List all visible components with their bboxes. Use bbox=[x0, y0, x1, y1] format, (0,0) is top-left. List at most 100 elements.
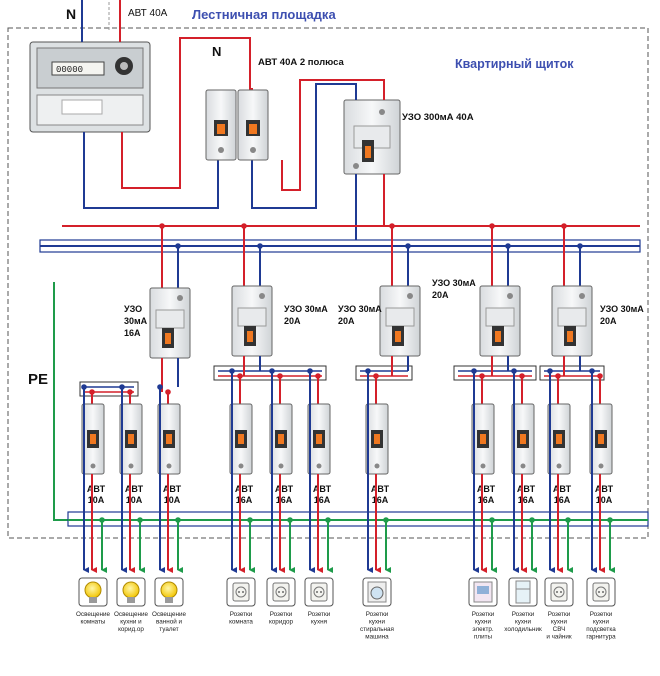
circuit-5-caption-1: Розетки bbox=[270, 611, 293, 618]
breaker-4-rating: 16А bbox=[236, 495, 253, 505]
breaker-5-label: АВТ bbox=[275, 484, 294, 494]
socket-icon bbox=[226, 577, 256, 607]
bulb-icon bbox=[154, 577, 184, 607]
breaker-3-rating: 10А bbox=[164, 495, 181, 505]
circuit-4-wires bbox=[229, 368, 255, 573]
breaker-7-rating: 16А bbox=[372, 495, 389, 505]
rcd-5-label-1: УЗО 30мА bbox=[600, 304, 644, 314]
rcd-3-label-2: 20А bbox=[338, 316, 355, 326]
breaker-11-label: АВТ bbox=[595, 484, 614, 494]
circuit-11-caption-2: кухни bbox=[593, 619, 610, 626]
main-breaker-label: АВТ 40А 2 полюса bbox=[258, 57, 345, 68]
circuit-4-caption-2: комната bbox=[229, 619, 253, 626]
circuit-10-caption-1: Розетки bbox=[548, 611, 571, 618]
pe-label: PE bbox=[28, 371, 48, 388]
breaker-10-rating: 16А bbox=[554, 495, 571, 505]
meter-display: 00000 bbox=[56, 65, 83, 75]
circuit-10-caption-3: СВЧ bbox=[553, 626, 566, 633]
circuit-3-caption-3: туалет bbox=[159, 626, 179, 633]
circuit-6-caption-2: кухня bbox=[311, 619, 327, 626]
circuit-2-wires bbox=[119, 384, 145, 573]
breaker-8-label: АВТ bbox=[477, 484, 496, 494]
main-rcd[interactable] bbox=[343, 99, 401, 175]
main-breaker[interactable] bbox=[205, 89, 269, 161]
washer-icon bbox=[362, 577, 392, 607]
rcd-1-label-1: УЗО bbox=[124, 304, 142, 314]
circuit-7-caption-2: кухни bbox=[369, 619, 386, 626]
rcd-4-label-1: УЗО 30мА bbox=[432, 278, 476, 288]
panel-title: Квартирный щиток bbox=[455, 57, 574, 71]
breaker-1-rating: 10А bbox=[88, 495, 105, 505]
breaker-8-rating: 16А bbox=[478, 495, 495, 505]
breaker-2-rating: 10А bbox=[126, 495, 143, 505]
rcd-5-label-2: 20А bbox=[600, 316, 617, 326]
circuit-7-caption-3: стиральная bbox=[360, 626, 394, 633]
breaker-10-label: АВТ bbox=[553, 484, 572, 494]
rcd-3[interactable]: УЗО 30мА 20А bbox=[338, 223, 421, 357]
rcd-1[interactable]: УЗО 30мА 16А bbox=[124, 223, 191, 359]
bulb-icon bbox=[116, 577, 146, 607]
circuit-3-caption-2: ванной и bbox=[156, 618, 183, 626]
circuit-7-caption-4: машина bbox=[365, 634, 389, 641]
breaker-7-label: АВТ bbox=[371, 484, 390, 494]
rcd-3-label-1: УЗО 30мА bbox=[338, 304, 382, 314]
socket-icon bbox=[544, 577, 574, 607]
circuit-11-caption-1: Розетки bbox=[590, 611, 613, 618]
circuit-8-caption-2: кухни bbox=[475, 619, 492, 626]
circuit-7-caption-1: Розетки bbox=[366, 611, 389, 618]
breaker-1-label: АВТ bbox=[87, 484, 106, 494]
circuit-6-wires bbox=[307, 368, 333, 573]
circuit-1-caption-1: Освещение bbox=[76, 611, 110, 618]
circuit-9-caption-2: кухни bbox=[515, 619, 532, 626]
circuit-3-caption-1: Освещение bbox=[152, 611, 186, 618]
socket-icon bbox=[266, 577, 296, 607]
breaker-6-label: АВТ bbox=[313, 484, 332, 494]
circuit-8-caption-1: Розетки bbox=[472, 611, 495, 618]
breaker-4-label: АВТ bbox=[235, 484, 254, 494]
breaker-9-rating: 16А bbox=[518, 495, 535, 505]
circuit-11-caption-3: подсветка bbox=[586, 626, 616, 633]
breaker-3-label: АВТ bbox=[163, 484, 182, 494]
circuit-10-wires bbox=[547, 368, 573, 573]
fridge-icon bbox=[508, 577, 538, 607]
circuit-7-wires bbox=[365, 368, 391, 573]
circuit-9-caption-3: холодильник bbox=[504, 626, 542, 633]
circuit-3-wires bbox=[157, 384, 183, 573]
top-breaker-label: АВТ 40А bbox=[128, 8, 168, 19]
rcd-2-label-1: УЗО 30мА bbox=[284, 304, 328, 314]
socket-icon bbox=[586, 577, 616, 607]
stair-title: Лестничная площадка bbox=[192, 7, 336, 22]
bulb-icon bbox=[78, 577, 108, 607]
rcd-1-label-2: 30мА bbox=[124, 316, 148, 326]
breaker-2-label: АВТ bbox=[125, 484, 144, 494]
rcd-5[interactable]: УЗО 30мА 20А bbox=[551, 223, 644, 357]
stove-icon bbox=[468, 577, 498, 607]
rcd-1-label-3: 16А bbox=[124, 328, 141, 338]
rcd-4-label-2: 20А bbox=[432, 290, 449, 300]
circuit-11-wires bbox=[589, 368, 615, 573]
circuit-11-caption-4: гарнитура bbox=[586, 634, 616, 641]
circuit-5-caption-2: коридор bbox=[269, 619, 294, 626]
circuit-4-caption-1: Розетки bbox=[230, 611, 253, 618]
panel-frame bbox=[7, 27, 649, 539]
circuit-5-wires bbox=[269, 368, 295, 573]
rcd-4[interactable]: УЗО 30мА 20А bbox=[432, 223, 521, 357]
circuit-8-caption-3: электр. bbox=[472, 626, 493, 633]
circuit-8-caption-4: плиты bbox=[474, 634, 492, 641]
rcd-1-output-bus bbox=[79, 358, 179, 397]
